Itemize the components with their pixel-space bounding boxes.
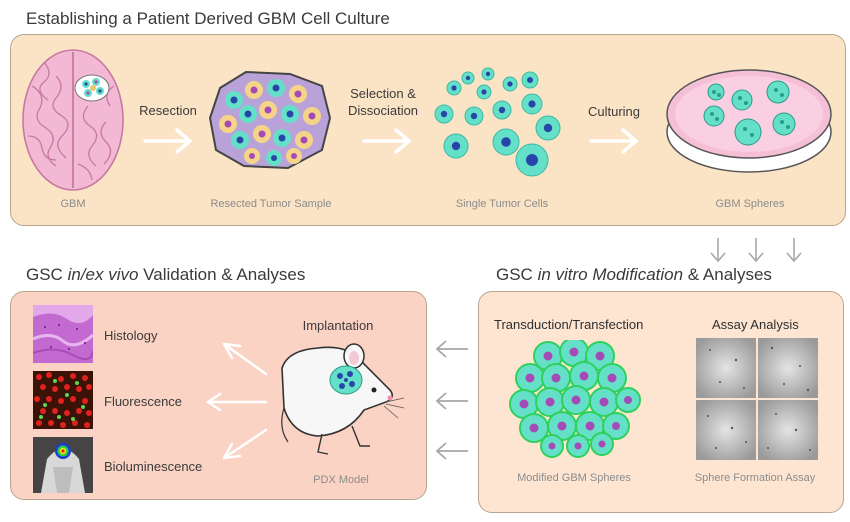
sphere-assay-label: Sphere Formation Assay: [694, 472, 816, 484]
implantation-label: Implantation: [302, 318, 374, 333]
right-section-title: GSC in vitro Modification & Analyses: [496, 265, 772, 285]
culturing-arrow: [589, 126, 641, 156]
assay-analysis-label: Assay Analysis: [712, 317, 799, 332]
selection-label-line1: Selection &: [350, 86, 416, 101]
brain-illustration: [18, 46, 128, 194]
pdx-model-label: PDX Model: [313, 474, 369, 486]
selection-label-line2: Dissociation: [347, 103, 419, 118]
modified-spheres-label: Modified GBM Spheres: [517, 472, 631, 484]
return-arrows: [432, 335, 472, 463]
right-title-post: & Analyses: [683, 265, 772, 284]
histology-label: Histology: [104, 328, 158, 343]
left-title-post: Validation & Analyses: [138, 265, 306, 284]
modified-spheres-illustration: [508, 340, 644, 458]
right-title-em: in vitro Modification: [537, 265, 684, 284]
down-arrows: [706, 236, 810, 266]
resected-tumor-illustration: [206, 68, 334, 172]
left-title-em: in/ex vivo: [67, 265, 139, 284]
analysis-arrows: [200, 334, 270, 464]
mouse-illustration: [278, 338, 406, 458]
resection-arrow: [143, 126, 195, 156]
resection-label: Resection: [139, 103, 197, 118]
single-cells-label: Single Tumor Cells: [455, 198, 549, 210]
bioluminescence-label: Bioluminescence: [104, 459, 203, 474]
selection-dissociation-label: Selection & Dissociation: [338, 85, 428, 119]
top-section-title: Establishing a Patient Derived GBM Cell …: [26, 9, 390, 28]
bioluminescence-image: [33, 437, 93, 493]
fluorescence-label: Fluorescence: [104, 394, 183, 409]
histology-image: [33, 305, 93, 363]
culturing-label: Culturing: [587, 104, 641, 119]
single-cells-illustration: [428, 62, 572, 182]
gbm-spheres-label: GBM Spheres: [715, 198, 785, 210]
fluorescence-image: [33, 371, 93, 429]
left-section-title: GSC in/ex vivo Validation & Analyses: [26, 265, 305, 285]
resected-tumor-label: Resected Tumor Sample: [210, 198, 332, 210]
transduction-label: Transduction/Transfection: [494, 317, 644, 332]
sphere-assay-images: [696, 338, 818, 460]
left-title-pre: GSC: [26, 265, 68, 284]
gbm-label: GBM: [60, 198, 86, 210]
petri-dish-illustration: [662, 62, 836, 178]
right-title-pre: GSC: [496, 265, 538, 284]
dissociation-arrow: [362, 126, 414, 156]
